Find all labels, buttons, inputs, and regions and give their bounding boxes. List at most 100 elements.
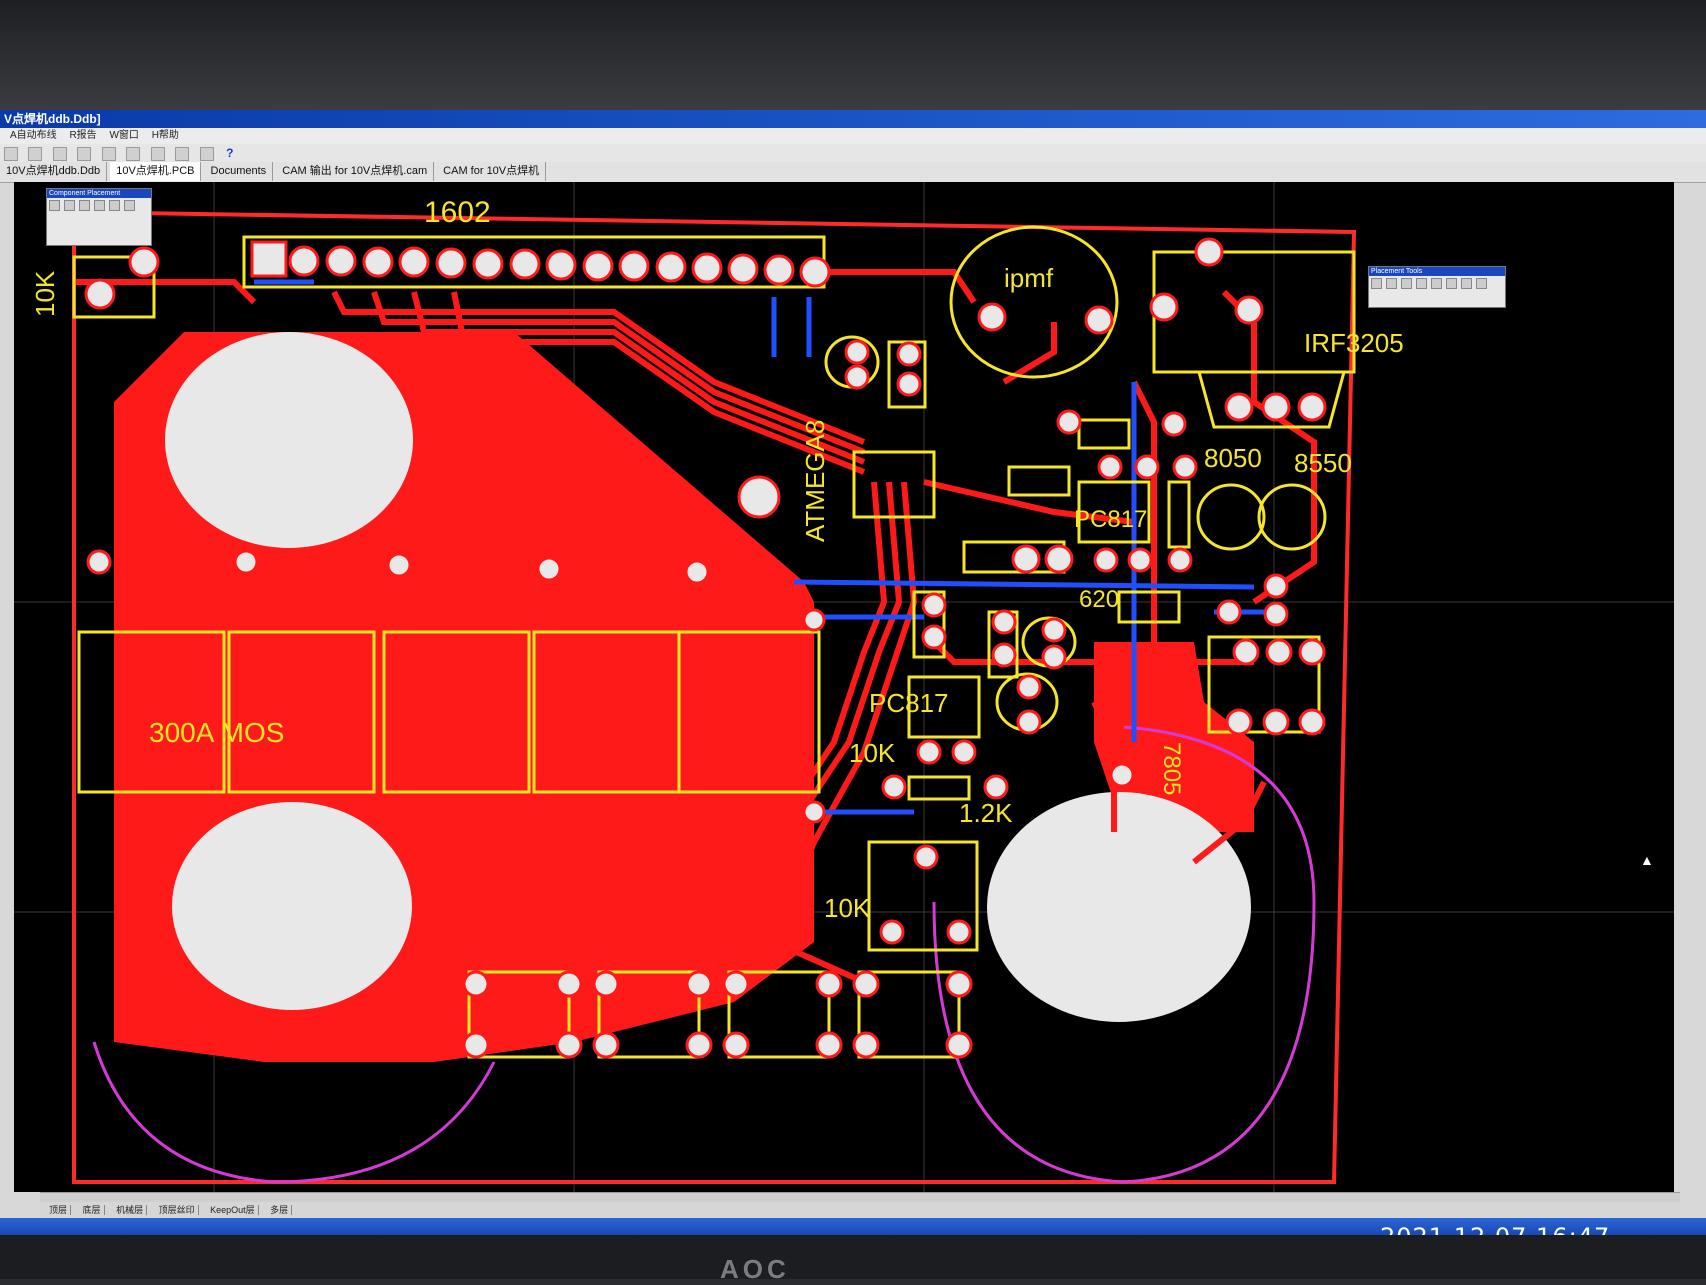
menu-report[interactable]: R报告	[69, 130, 97, 141]
tab-pcb[interactable]: 10V点焊机.PCB	[110, 162, 202, 181]
fuse-label: ipmf	[1004, 263, 1054, 293]
menu-autoroute[interactable]: A自动布线	[10, 130, 57, 141]
mosfet-tab-outline	[1197, 370, 1346, 429]
monitor-bezel-bottom	[0, 1235, 1706, 1279]
transistor-a-label: 8050	[1204, 443, 1262, 473]
silkscreen	[72, 225, 1356, 1059]
layer-tab[interactable]: 多层	[267, 1205, 293, 1215]
palette-tool-icon[interactable]	[1446, 278, 1457, 289]
palette-tool-icon[interactable]	[109, 200, 120, 211]
layer-tabs: 顶层 底层 机械层 顶层丝印 KeepOut层 多层	[40, 1202, 1680, 1218]
tab-cam[interactable]: CAM for 10V点焊机	[437, 162, 547, 181]
transistor-outline	[1196, 483, 1266, 551]
layer-tab[interactable]: 机械层	[113, 1205, 148, 1215]
regulator-outline	[1207, 635, 1321, 734]
mosfet-pad-outline	[677, 630, 821, 794]
palette-title: Component Placement	[47, 189, 151, 198]
mouse-cursor-icon: ▲	[1640, 852, 1654, 868]
select-icon[interactable]	[28, 147, 43, 161]
menu-window[interactable]: W窗口	[109, 130, 139, 141]
tab-ddb[interactable]: 10V点焊机ddb.Ddb	[0, 162, 108, 181]
palette-title: Placement Tools	[1369, 267, 1505, 276]
palette-tool-icon[interactable]	[1431, 278, 1442, 289]
fuse-outline	[949, 225, 1119, 379]
transistor-b-label: 8550	[1294, 448, 1352, 478]
connector-outline	[727, 970, 831, 1059]
mosfet-pad-outline	[77, 630, 226, 794]
palette-tool-icon[interactable]	[124, 200, 135, 211]
header-pad	[250, 240, 288, 278]
connector-outline	[597, 970, 701, 1059]
menu-bar: A自动布线 R报告 W窗口 H帮助	[0, 128, 1706, 144]
resistor-outline	[72, 255, 156, 319]
optocoupler-outline	[907, 675, 981, 739]
horizontal-scrollbar[interactable]	[40, 1192, 1680, 1203]
palette-tool-icon[interactable]	[49, 200, 60, 211]
mosfet-label: IRF3205	[1304, 328, 1404, 358]
regulator-label: 7805	[1158, 742, 1185, 795]
layer-tab[interactable]: 顶层丝印	[155, 1205, 199, 1215]
undo-icon[interactable]	[175, 147, 190, 161]
palette-tool-icon[interactable]	[79, 200, 90, 211]
pcb-canvas[interactable]: 1602 10K ipmf IRF3205 ATMEGA8 8050 8550 …	[14, 182, 1674, 1192]
layer-tab[interactable]: KeepOut层	[207, 1205, 259, 1215]
outline-arc	[932, 725, 1316, 1184]
optocoupler-a-label: PC817	[1074, 506, 1147, 533]
zoom-icon[interactable]	[4, 147, 18, 161]
resistor-outline	[1077, 418, 1131, 450]
mosfet-array-label: 300A MOS	[149, 717, 284, 748]
layer-tab[interactable]: 底层	[79, 1205, 105, 1215]
board-outline	[72, 209, 1357, 1184]
resistor-outline	[867, 840, 979, 952]
palette-tool-icon[interactable]	[1476, 278, 1487, 289]
grid-icon[interactable]	[150, 147, 165, 161]
menu-help[interactable]: H帮助	[151, 130, 179, 141]
optocoupler-b-label: PC817	[869, 688, 949, 718]
move-icon[interactable]	[52, 147, 67, 161]
palette-tool-icon[interactable]	[1371, 278, 1382, 289]
tab-documents[interactable]: Documents	[205, 162, 274, 181]
mosfet-pad-outline	[382, 630, 531, 794]
palette-tool-icon[interactable]	[1461, 278, 1472, 289]
taskbar	[0, 1218, 1706, 1235]
layer-tab[interactable]: 顶层	[46, 1205, 72, 1215]
palette-tool-icon[interactable]	[1386, 278, 1397, 289]
screen: V点焊机ddb.Ddb] A自动布线 R报告 W窗口 H帮助 ? 10V点焊机d…	[0, 110, 1706, 1251]
check-icon[interactable]	[101, 147, 116, 161]
connector-outline	[467, 970, 571, 1059]
resistor-outline	[1167, 480, 1191, 549]
resistor-1-2k-label: 1.2K	[959, 798, 1013, 828]
palette-tool-icon[interactable]	[94, 200, 105, 211]
outline-arc	[92, 1041, 496, 1184]
component-placement-palette[interactable]: Component Placement	[46, 188, 152, 246]
diode-outline	[1007, 465, 1071, 497]
pads	[84, 237, 1327, 1059]
tab-cam-output[interactable]: CAM 输出 for 10V点焊机.cam	[276, 162, 435, 181]
resistor-10k-a-label: 10K	[849, 738, 896, 768]
monitor-bezel-top	[0, 0, 1706, 110]
placement-tools-palette[interactable]: Placement Tools	[1368, 266, 1506, 308]
toolbar: ?	[0, 144, 1706, 163]
palette-tool-icon[interactable]	[64, 200, 75, 211]
mcu-label: ATMEGA8	[800, 420, 830, 542]
document-tabs: 10V点焊机ddb.Ddb 10V点焊机.PCB Documents CAM 输…	[0, 162, 1706, 183]
lcd-label: 1602	[424, 196, 491, 229]
palette-tool-icon[interactable]	[1416, 278, 1427, 289]
redo-icon[interactable]	[199, 147, 214, 161]
mounting-hole	[987, 792, 1251, 1022]
cross-icon[interactable]	[77, 147, 92, 161]
resistor-outline	[1117, 590, 1181, 624]
connector-outline	[857, 970, 961, 1059]
help-icon[interactable]: ?	[226, 146, 234, 160]
mcu-outline	[852, 450, 936, 519]
mounting-hole	[165, 332, 413, 548]
monitor-brand-logo: AOC	[720, 1254, 790, 1284]
mosfet-pad-outline	[227, 630, 376, 794]
header-2pin-outline	[912, 590, 946, 659]
component-icon[interactable]	[126, 147, 141, 161]
optocoupler-outline	[1077, 480, 1151, 544]
palette-tool-icon[interactable]	[1401, 278, 1412, 289]
resistor-620-label: 620	[1079, 586, 1119, 613]
window-title: V点焊机ddb.Ddb]	[0, 110, 1706, 128]
transistor-outline	[1257, 483, 1327, 551]
